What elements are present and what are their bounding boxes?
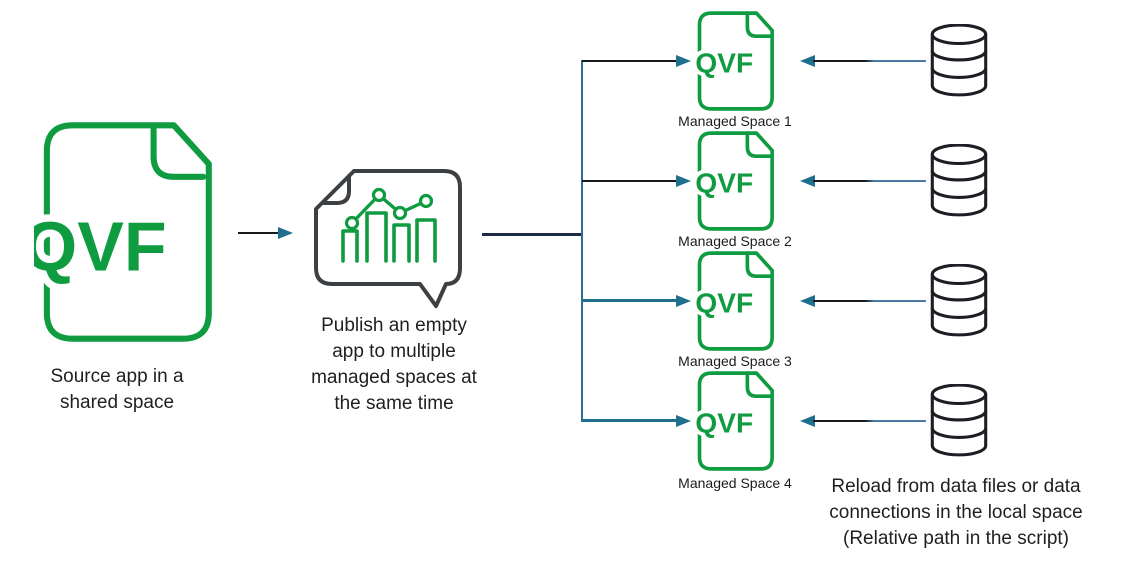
managed-qvf-file-icon-3: QVF [693,251,774,351]
managed-file-label-4: QVF [695,408,753,439]
managed-qvf-file-icon-4: QVF [693,371,774,471]
file-fold-corner [150,122,207,180]
publish-caption: Publish an empty app to multiple managed… [311,315,477,414]
db-band [930,307,988,319]
branch-arrow-head-3 [676,295,691,307]
db-band [930,170,988,182]
database-icon-1 [930,24,988,97]
branch-arrow-head-1 [676,55,691,67]
file-fold-corner [745,11,772,39]
file-fold-corner [745,131,772,159]
database-icon-3 [930,264,988,337]
managed-space-caption-2: Managed Space 2 [678,233,792,249]
branch-arrow-line-2 [582,180,676,182]
db-band [930,427,988,439]
db-band [930,50,988,62]
file-outline [697,371,774,471]
branch-arrow-line-4 [582,419,676,422]
db-top [930,264,988,286]
branch-arrow-head-2 [676,175,691,187]
chart-bar [341,229,359,263]
chart-bar [392,223,411,263]
managed-file-label-2: QVF [695,168,753,199]
reload-arrow-line-1 [813,60,926,62]
db-top [930,24,988,46]
database-icon-4 [930,384,988,457]
reload-arrow-head-3 [800,295,815,307]
source-qvf-file-icon: QVF [34,122,212,342]
database-icon-2 [930,144,988,217]
file-outline [697,11,774,111]
chart-point [418,193,434,209]
db-top [930,144,988,166]
db-band [930,290,988,302]
file-outline [43,122,212,342]
bubble-fold-mark [321,174,351,205]
reload-arrow-line-3 [813,300,926,302]
db-body [930,394,988,457]
arrow-source-to-publish-head [278,227,293,239]
file-fold-corner [745,251,772,279]
db-band [930,187,988,199]
chart-point [371,187,387,203]
reload-arrow-head-4 [800,415,815,427]
branch-trunk-line [581,60,583,422]
bar-chart-icon [341,187,437,263]
managed-space-caption-1: Managed Space 1 [678,113,792,129]
reload-caption: Reload from data files or data connectio… [829,476,1083,549]
reload-arrow-head-1 [800,55,815,67]
chart-point [392,205,408,221]
chart-trend-line [350,193,428,225]
branch-arrow-line-1 [582,60,676,62]
db-band [930,67,988,79]
managed-space-caption-4: Managed Space 4 [678,475,792,491]
connector-publish-to-trunk [482,233,583,236]
source-file-label: QVF [34,208,167,286]
file-fold-corner [745,371,772,399]
db-body [930,34,988,97]
branch-arrow-line-3 [582,299,676,302]
publish-chart-bubble-icon [314,169,462,308]
managed-qvf-file-icon-1: QVF [693,11,774,111]
reload-arrow-head-2 [800,175,815,187]
chart-bar [415,218,437,263]
chart-bar [365,211,388,263]
managed-file-label-1: QVF [695,48,753,79]
reload-arrow-line-2 [813,180,926,182]
managed-space-caption-3: Managed Space 3 [678,353,792,369]
managed-file-label-3: QVF [695,288,753,319]
reload-arrow-line-4 [813,420,926,422]
db-body [930,274,988,337]
managed-qvf-file-icon-2: QVF [693,131,774,231]
branch-arrow-head-4 [676,415,691,427]
speech-bubble-outline [314,169,462,308]
db-top [930,384,988,406]
arrow-source-to-publish-line [238,232,280,234]
file-outline [697,131,774,231]
source-caption: Source app in a shared space [50,366,184,413]
file-outline [697,251,774,351]
db-body [930,154,988,217]
chart-point [344,215,360,231]
db-band [930,410,988,422]
